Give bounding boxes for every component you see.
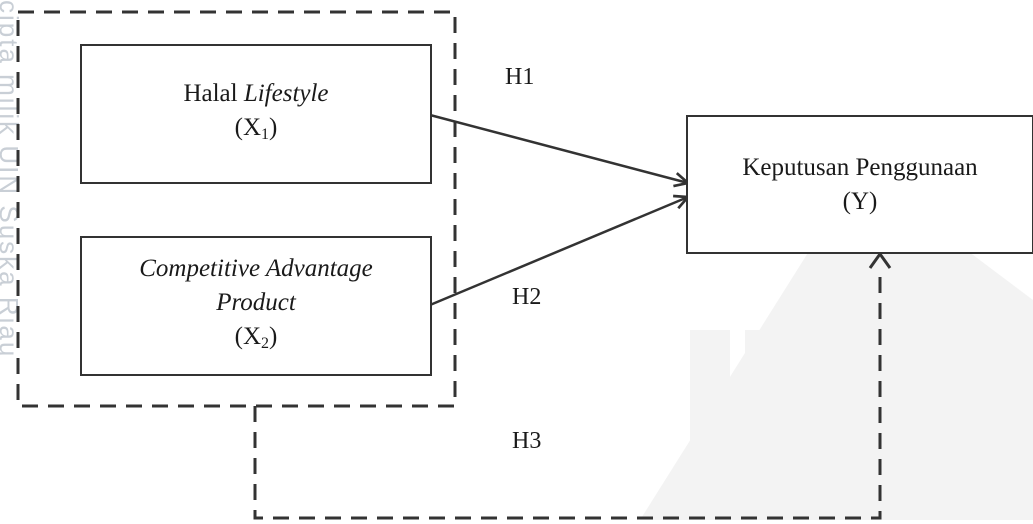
node-x1-halal-lifestyle: Halal Lifestyle (X1) — [80, 44, 432, 184]
h2-arrow — [429, 197, 688, 307]
hypothesis-h2-label: H2 — [512, 284, 542, 310]
watermark-logo — [640, 170, 1033, 520]
node-x2-label-line1: Competitive Advantage — [139, 254, 373, 282]
independent-group-frame — [16, 10, 457, 408]
node-y-label: Keputusan Penggunaan — [742, 153, 978, 181]
node-x2-code: (X2) — [234, 322, 278, 352]
h1-arrow — [429, 113, 688, 183]
h3-arrowhead — [868, 251, 892, 269]
node-y-code: (Y) — [842, 187, 878, 215]
node-x1-label: Halal Lifestyle — [183, 79, 329, 107]
node-x2-competitive-advantage-product: Competitive Advantage Product (X2) — [80, 236, 432, 376]
hypothesis-h1-label: H1 — [505, 64, 535, 90]
h3-connector — [253, 270, 882, 520]
node-x2-label-line2: Product — [216, 288, 296, 316]
hypothesis-h3-label: H3 — [512, 428, 542, 454]
node-x1-code: (X1) — [234, 113, 278, 143]
node-y-keputusan-penggunaan: Keputusan Penggunaan (Y) — [686, 115, 1033, 254]
